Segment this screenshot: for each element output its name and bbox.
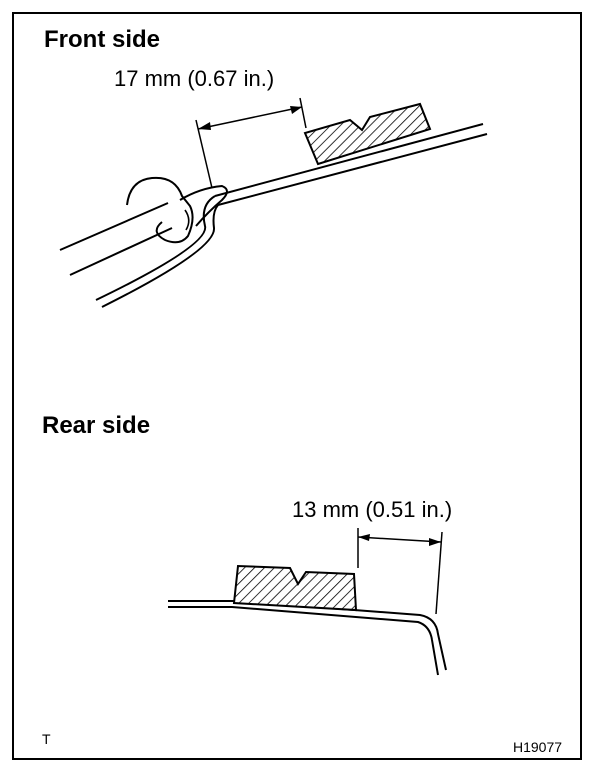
front-clip <box>126 176 228 244</box>
front-clip-inner <box>184 209 190 231</box>
front-side-title: Front side <box>44 26 161 53</box>
front-panel-lower-edge <box>217 133 488 206</box>
front-view <box>59 97 488 308</box>
rear-side-title: Rear side <box>42 412 151 439</box>
rear-dim-arrow-right <box>429 538 441 546</box>
diagram-frame <box>12 12 582 760</box>
front-glass <box>59 202 173 276</box>
front-dimension-label: 17 mm (0.67 in.) <box>114 66 275 91</box>
rear-dim-line <box>357 536 442 543</box>
front-moulding <box>303 102 432 166</box>
front-dim-line <box>197 106 303 130</box>
front-dim-arrow-left <box>198 122 211 130</box>
front-dim-ext-right <box>299 97 307 129</box>
footer-left-code: T <box>42 731 51 747</box>
rear-view <box>168 528 447 676</box>
front-dim-arrow-right <box>290 106 302 114</box>
rear-panel-top <box>168 600 447 671</box>
front-flange <box>95 195 219 308</box>
rear-dimension-label: 13 mm (0.51 in.) <box>292 497 453 522</box>
rear-dim-arrow-left <box>358 534 370 541</box>
rear-panel-bottom <box>168 606 439 676</box>
figure-id: H19077 <box>513 739 563 755</box>
rear-moulding <box>232 564 358 612</box>
front-panel-upper-edge <box>214 123 484 197</box>
front-dim-ext-left <box>195 119 213 189</box>
rear-dim-ext-right <box>435 531 443 615</box>
